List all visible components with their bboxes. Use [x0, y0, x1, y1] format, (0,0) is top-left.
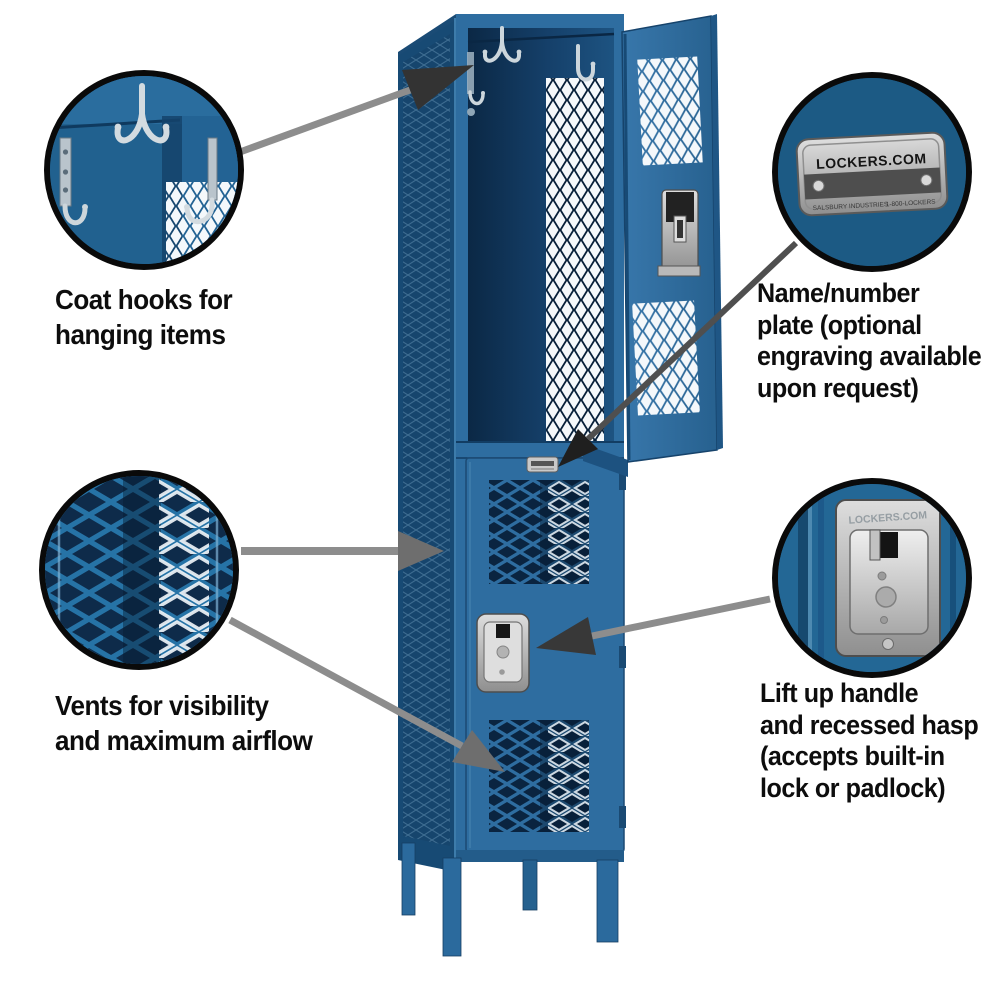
- door-handle: [476, 613, 530, 693]
- right-hook-icon: [184, 137, 218, 225]
- locker-side-panel: [398, 18, 456, 872]
- name-plate-maker: SALSBURY INDUSTRIES: [813, 201, 890, 212]
- coat-hook-right-icon: [576, 44, 596, 82]
- vents-detail-image: [45, 476, 233, 664]
- locker-base: [401, 842, 624, 957]
- coat-hooks-label: Coat hooks for hanging items: [55, 284, 233, 350]
- upper-tier-interior: [467, 26, 615, 442]
- double-hook-icon: [114, 83, 170, 144]
- door-latch: [657, 189, 701, 277]
- name-plate-phone: 1-800-LOCKERS: [886, 199, 937, 209]
- locker-leg: [401, 842, 416, 916]
- name-plate-detail-image: LOCKERS.COM SALSBURY INDUSTRIES 1-800-LO…: [778, 78, 966, 266]
- side-hook-icon: [59, 137, 88, 226]
- arrow-to-coat-hooks: [238, 65, 474, 156]
- name-plate-label: Name/number plate (optional engraving av…: [757, 278, 982, 403]
- arrow-to-side-vents: [241, 531, 444, 571]
- arrow-to-door-vents: [228, 616, 505, 772]
- coat-hook-double-icon: [482, 26, 522, 63]
- door-hinge: [619, 646, 626, 668]
- handle-label: Lift up handle and recessed hasp (accept…: [760, 678, 979, 803]
- side-vent-mesh: [403, 34, 450, 846]
- open-door-vent-upper: [637, 56, 703, 166]
- door-vent-upper: [489, 480, 589, 584]
- locker-leg: [522, 859, 538, 911]
- handle-detail-image: LOCKERS.COM: [778, 484, 966, 672]
- vents-label: Vents for visibility and maximum airflow: [55, 690, 313, 756]
- lower-tier-door: [465, 456, 626, 853]
- door-name-plate: [526, 456, 559, 473]
- open-door-vent-lower: [632, 300, 700, 416]
- name-plate-detail-circle: LOCKERS.COM SALSBURY INDUSTRIES 1-800-LO…: [772, 72, 972, 272]
- screw-icon: [882, 638, 894, 650]
- door-hinge: [619, 806, 626, 828]
- lift-handle-icon: LOCKERS.COM: [835, 499, 941, 657]
- screw-icon: [920, 174, 933, 187]
- open-door: [583, 14, 723, 477]
- vents-detail-circle: [39, 470, 239, 670]
- coat-hooks-detail-image: [50, 76, 238, 264]
- locker-leg: [596, 859, 619, 943]
- screw-icon: [812, 179, 825, 192]
- arrow-to-handle: [536, 595, 771, 655]
- name-plate-brand: LOCKERS.COM: [816, 150, 927, 172]
- handle-stamp-text: LOCKERS.COM: [848, 509, 928, 526]
- name-plate-icon: LOCKERS.COM SALSBURY INDUSTRIES 1-800-LO…: [795, 131, 949, 217]
- door-vent-lower: [489, 720, 589, 832]
- coat-hook-left-icon: [467, 52, 485, 116]
- coat-hooks-detail-circle: [44, 70, 244, 270]
- door-hinge: [619, 468, 626, 490]
- locker-leg: [442, 857, 462, 957]
- handle-detail-circle: LOCKERS.COM: [772, 478, 972, 678]
- arrow-to-name-plate: [558, 240, 799, 467]
